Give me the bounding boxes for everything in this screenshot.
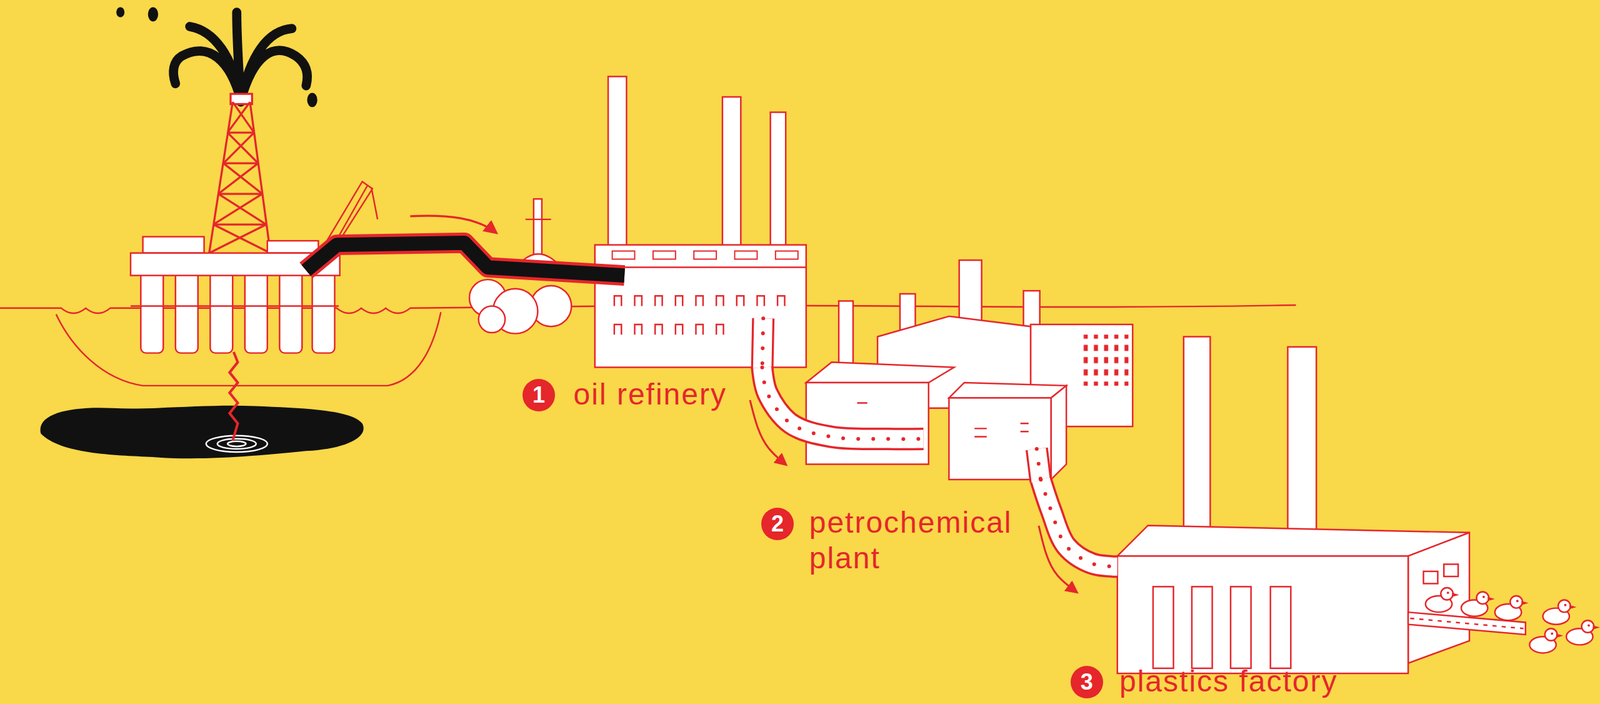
oil-reservoir <box>40 405 364 459</box>
chimney <box>722 96 741 247</box>
plant-label: petrochemical plant <box>809 504 1047 577</box>
rubber-duck <box>1529 628 1564 653</box>
reservoir-ripple <box>206 435 268 452</box>
pipe-stub <box>762 318 764 370</box>
pipe-outline <box>761 367 924 439</box>
factory-door <box>1153 586 1174 669</box>
platform-leg <box>245 271 268 354</box>
callout-number: 3 <box>1070 665 1104 699</box>
oil-drop <box>306 93 317 108</box>
distillation-column <box>533 198 542 262</box>
plant-side <box>1051 385 1067 480</box>
pipe-body <box>761 367 924 439</box>
roof-vents <box>612 250 799 259</box>
pipe-stub-dots <box>1036 448 1042 482</box>
pipe-outline <box>1040 479 1117 567</box>
storage-tank <box>478 306 505 333</box>
factory-door <box>1230 586 1252 669</box>
platform-leg <box>312 271 335 354</box>
plant-block <box>806 382 929 465</box>
factory-side <box>1408 532 1470 664</box>
oil-gusher <box>173 12 308 103</box>
oil-drop <box>116 6 125 17</box>
flow-arrow <box>1038 525 1077 592</box>
callout-number: 1 <box>522 378 555 412</box>
pipe-body <box>1040 479 1117 567</box>
factory-door <box>1191 586 1213 669</box>
rubber-duck <box>1425 587 1460 612</box>
reservoir-ripple <box>217 438 257 449</box>
chimney <box>1183 336 1210 541</box>
refinery-building <box>595 245 807 368</box>
pipe-stub-dots <box>762 318 764 370</box>
pipe-connector <box>750 367 924 465</box>
platform-leg <box>210 271 233 354</box>
window-grid <box>1079 334 1129 386</box>
factory-roof <box>1117 525 1470 556</box>
rubber-duck <box>1461 591 1495 616</box>
factory-window <box>1423 571 1439 584</box>
platform-leg <box>279 271 302 354</box>
chimney <box>770 112 786 247</box>
factory-front <box>1117 555 1409 674</box>
platform-leg <box>175 271 199 354</box>
roof-band <box>595 266 807 268</box>
pipe-dots <box>1040 479 1117 567</box>
platform-house <box>143 236 205 254</box>
pipe-stub-outline <box>1036 448 1042 482</box>
platform-house <box>267 240 319 254</box>
factory-building: plastics factory <box>1117 336 1470 674</box>
plant-label: oil refinery <box>573 376 727 413</box>
plant-roof <box>806 361 955 383</box>
rubber-duck <box>1543 600 1577 625</box>
platform-brace <box>130 305 339 307</box>
factory-building: petrochemical plant <box>923 260 1134 480</box>
chimney <box>1287 346 1317 541</box>
factory-building: oil refinery <box>595 76 807 367</box>
pipe-stub-outline <box>762 318 764 370</box>
crude-pipeline-outline <box>306 242 625 275</box>
crude-pipeline <box>306 242 625 275</box>
factory-door <box>1270 586 1292 669</box>
pipe-dots <box>761 367 924 439</box>
pipe-connector <box>1038 479 1118 592</box>
rubber-duck <box>1566 620 1600 645</box>
pipe-stub <box>1036 448 1042 482</box>
factory-window <box>1443 563 1459 577</box>
oil-drop <box>148 6 159 22</box>
plant-label: plastics factory <box>1119 663 1338 700</box>
flow-arrow <box>410 215 496 233</box>
platform-leg <box>140 271 164 354</box>
callout-number: 2 <box>761 507 794 540</box>
chimney <box>608 76 627 247</box>
flow-arrow <box>750 400 786 465</box>
plant-roof <box>948 382 1067 398</box>
rubber-duck <box>1495 595 1529 620</box>
drill-line <box>229 351 238 441</box>
derrick-tower <box>209 101 271 254</box>
column-detail <box>525 218 552 220</box>
reservoir-ripple <box>227 441 246 447</box>
